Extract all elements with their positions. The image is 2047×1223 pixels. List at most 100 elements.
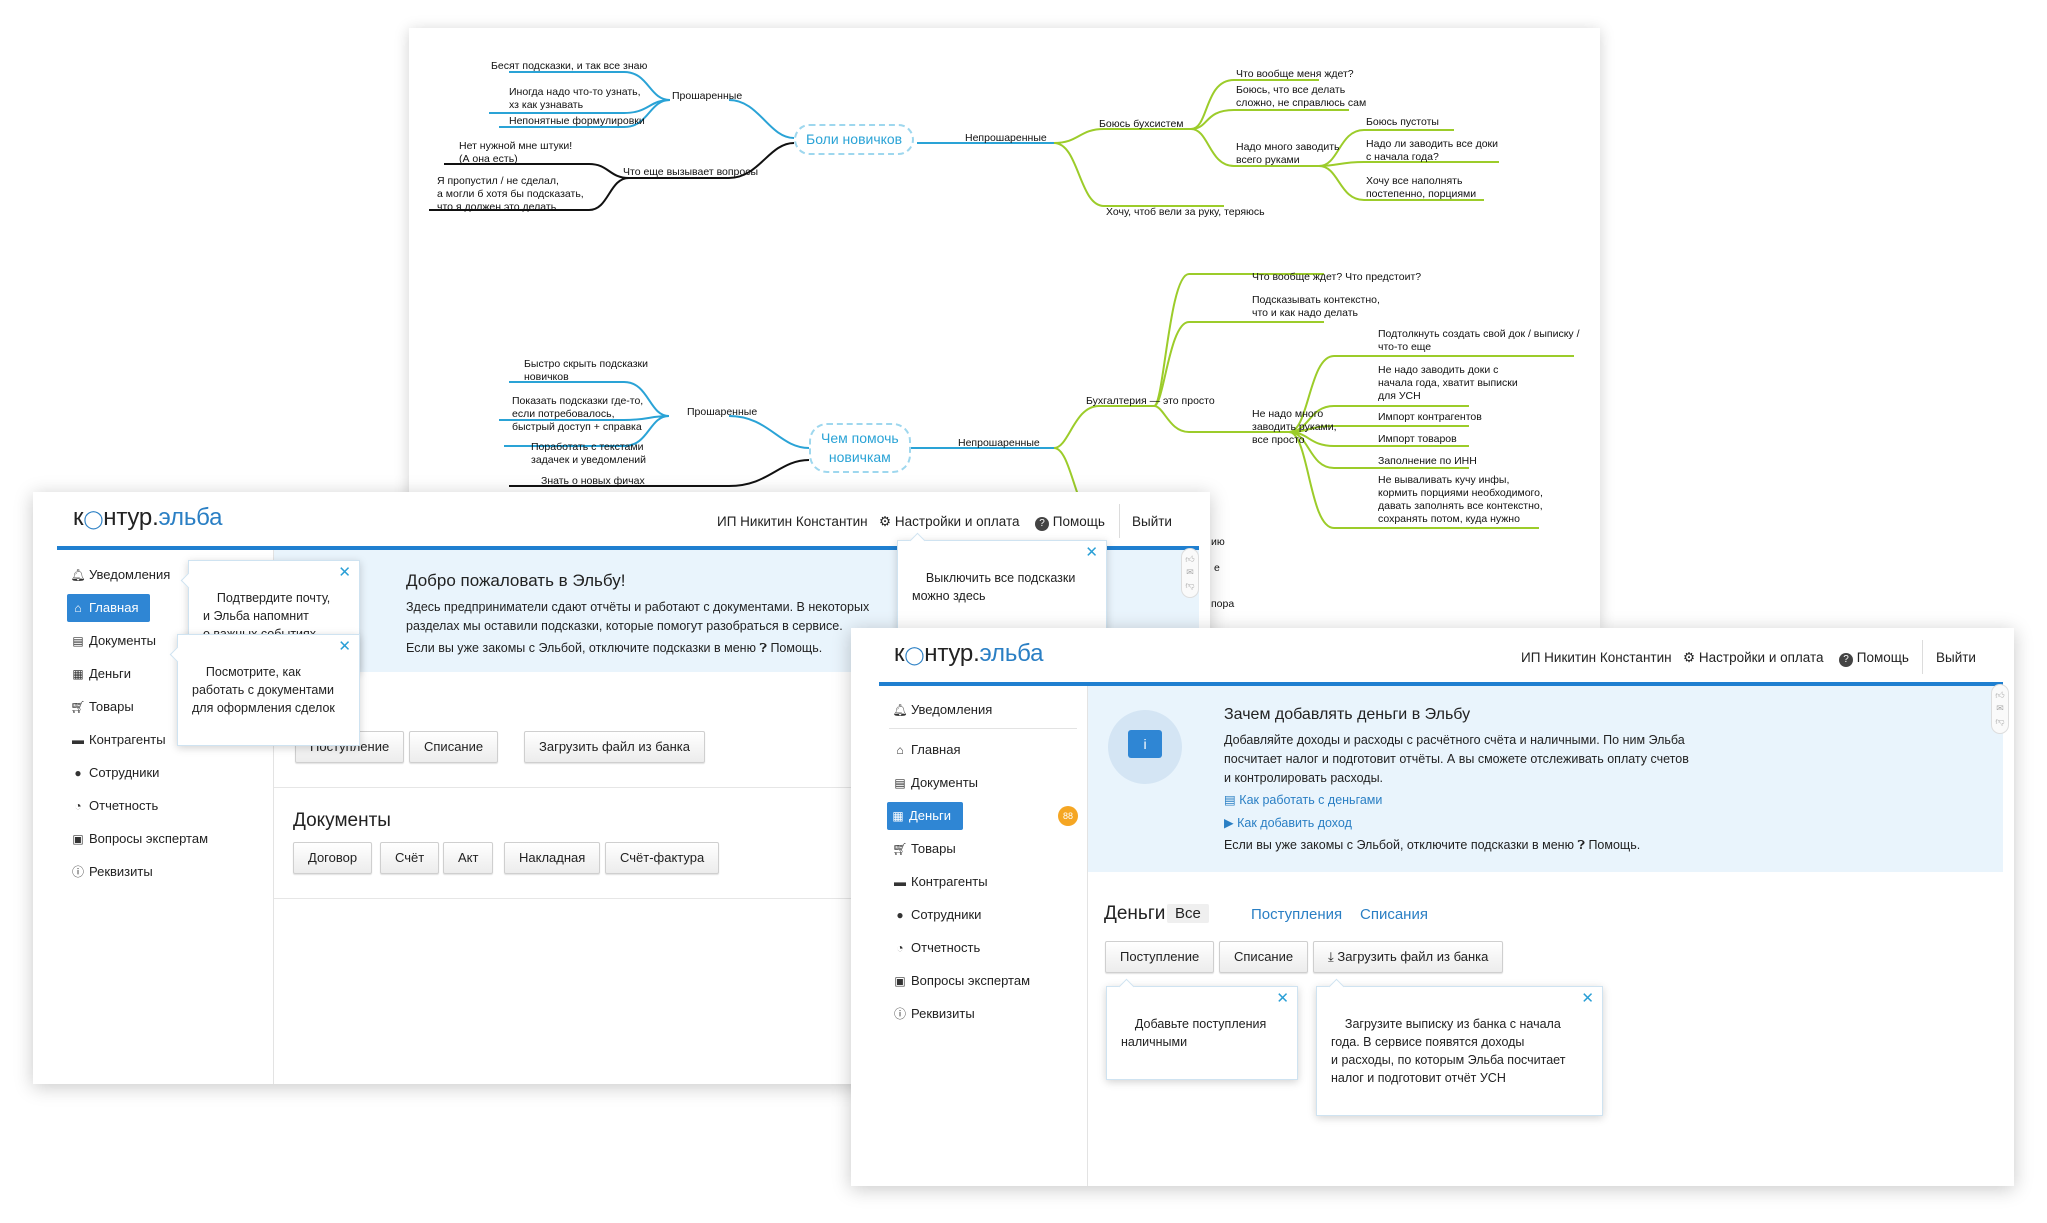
upload-bank-button[interactable]: Загрузить файл из банка: [524, 731, 705, 763]
mind-node: Бухгалтерия — это просто: [1086, 395, 1215, 407]
mind-node: Нет нужной мне штуки! (А она есть): [459, 140, 573, 165]
book-icon: ▣: [894, 974, 906, 988]
invoice-button[interactable]: Счёт: [380, 842, 440, 874]
sidebar-item-money[interactable]: ▦Деньги: [67, 660, 131, 688]
settings-link[interactable]: ⚙ Настройки и оплата: [1683, 650, 1824, 665]
header-divider: [1119, 504, 1120, 538]
sidebar-item-employees[interactable]: ●Сотрудники: [889, 901, 981, 929]
sidebar-item-documents[interactable]: ▤Документы: [889, 769, 978, 797]
tooltip-upload-statement: Загрузите выписку из банка с начала года…: [1316, 986, 1603, 1116]
mind-node: Надо ли заводить все доки с начала года?: [1366, 138, 1499, 163]
mind-node: Не вываливать кучу инфы, кормить порциям…: [1378, 474, 1543, 525]
report-icon: ◔: [74, 799, 82, 813]
intro-hint: Если вы уже закомы с Эльбой, отключите п…: [1224, 838, 1641, 852]
mind-node: Импорт товаров: [1378, 433, 1457, 445]
close-icon[interactable]: ✕: [338, 564, 351, 581]
welcome-hint: Если вы уже закомы с Эльбой, отключите п…: [406, 641, 823, 655]
mind-node: Надо много заводить всего руками: [1236, 141, 1340, 166]
video-icon: ▶: [1224, 816, 1234, 830]
sidebar-item-money[interactable]: ▦Деньги: [887, 802, 963, 830]
contract-button[interactable]: Договор: [293, 842, 373, 874]
sidebar-item-employees[interactable]: ●Сотрудники: [67, 759, 159, 787]
mind-node: Что вообще ждет? Что предстоит?: [1252, 271, 1422, 283]
tab-all[interactable]: Все: [1167, 904, 1209, 923]
feedback-widget[interactable]: 👍︎✉👎︎: [1991, 684, 2009, 734]
close-icon[interactable]: ✕: [1276, 990, 1289, 1007]
sidebar-item-contractors[interactable]: ▬Контрагенты: [889, 868, 988, 896]
section-divider: [274, 787, 1199, 788]
money-intro-panel: i: [1088, 686, 2003, 872]
tooltip-hints-off: Выключить все подсказки можно здесь✕: [897, 540, 1107, 634]
intro-text: Добавляйте доходы и расходы с расчётного…: [1224, 733, 1689, 785]
waybill-button[interactable]: Накладная: [504, 842, 601, 874]
mind-node: Я пропустил / не сделал, а могли б хотя …: [437, 175, 584, 213]
tab-income[interactable]: Поступления: [1251, 906, 1343, 923]
mind-node: Заполнение по ИНН: [1378, 455, 1477, 467]
act-button[interactable]: Акт: [443, 842, 494, 874]
mind-node-help: Чем помочь новичкам: [809, 423, 911, 473]
user-name[interactable]: ИП Никитин Константин: [717, 514, 868, 529]
mind-node: Хочу все наполнять постепенно, порциями: [1366, 175, 1477, 200]
cart-icon: 🛒︎: [70, 700, 86, 714]
logout-link[interactable]: Выйти: [1936, 650, 1976, 665]
sidebar-item-goods[interactable]: 🛒︎Товары: [67, 693, 133, 721]
sidebar-item-notifications[interactable]: 🔔︎Уведомления: [889, 696, 992, 724]
sidebar-item-home[interactable]: ⌂Главная: [67, 594, 151, 622]
upload-bank-button[interactable]: ⤓ Загрузить файл из банка: [1313, 941, 1504, 973]
mind-node: Боюсь бухсистем: [1099, 118, 1184, 130]
money-icon: ▦: [72, 667, 84, 681]
info-icon: ⓘ: [71, 865, 84, 879]
mind-node: Подсказывать контекстно, что и как надо …: [1252, 294, 1380, 319]
user-name[interactable]: ИП Никитин Константин: [1521, 650, 1672, 665]
header: к◯нтур.эльба ИП Никитин Константин ⚙ Нас…: [851, 628, 2014, 686]
close-icon[interactable]: ✕: [338, 638, 351, 655]
briefcase-icon: ▬: [72, 733, 84, 747]
sidebar-item-documents[interactable]: ▤Документы: [67, 627, 156, 655]
sidebar-item-contractors[interactable]: ▬Контрагенты: [67, 726, 166, 754]
tab-expense[interactable]: Списания: [1360, 906, 1428, 923]
help-link[interactable]: ? Помощь: [1035, 514, 1105, 531]
person-icon: ●: [74, 766, 82, 780]
mind-node-fragment: е: [1214, 562, 1220, 574]
help-link[interactable]: ? Помощь: [1839, 650, 1909, 667]
mind-node: Иногда надо что-то узнать, хз как узнава…: [509, 86, 641, 111]
mind-node-fragment: пора: [1211, 598, 1235, 610]
expense-button[interactable]: Списание: [409, 731, 499, 763]
home-icon: ⌂: [74, 601, 82, 615]
sidebar-divider: [273, 550, 274, 1084]
sidebar-item-experts[interactable]: ▣Вопросы экспертам: [67, 825, 208, 853]
feedback-widget[interactable]: 👍︎✉👎︎: [1181, 548, 1199, 598]
mind-node: Показать подсказки где-то, если потребов…: [512, 395, 644, 433]
sidebar-item-home[interactable]: ⌂Главная: [889, 736, 960, 764]
vat-invoice-button[interactable]: Счёт-фактура: [605, 842, 720, 874]
mind-node: Непрошаренные: [958, 437, 1040, 449]
income-button[interactable]: Поступление: [1105, 941, 1215, 973]
close-icon[interactable]: ✕: [1581, 990, 1594, 1007]
sidebar-item-experts[interactable]: ▣Вопросы экспертам: [889, 967, 1030, 995]
logo[interactable]: к◯нтур.эльба: [73, 504, 223, 531]
bell-icon: 🔔︎: [70, 568, 86, 582]
help-hint-link[interactable]: Помощь.: [770, 641, 823, 655]
document-icon: ▤: [1224, 793, 1236, 807]
question-icon: ?: [1035, 517, 1049, 531]
logout-link[interactable]: Выйти: [1132, 514, 1172, 529]
link-how-income[interactable]: ▶ Как добавить доход: [1224, 816, 1352, 830]
sidebar-item-goods[interactable]: 🛒︎Товары: [889, 835, 955, 863]
sidebar-item-reports[interactable]: ◔Отчетность: [889, 934, 980, 962]
settings-link[interactable]: ⚙ Настройки и оплата: [879, 514, 1020, 529]
sidebar-item-reports[interactable]: ◔Отчетность: [67, 792, 158, 820]
sidebar-item-notifications[interactable]: 🔔︎Уведомления: [67, 561, 170, 589]
close-icon[interactable]: ✕: [1085, 544, 1098, 561]
logo[interactable]: к◯нтур.эльба: [894, 640, 1044, 667]
welcome-title: Добро пожаловать в Эльбу!: [406, 571, 626, 590]
sidebar-divider: [889, 728, 1077, 729]
intro-title: Зачем добавлять деньги в Эльбу: [1224, 706, 1471, 723]
help-hint-link[interactable]: Помощь.: [1588, 838, 1641, 852]
mind-node: Непрошаренные: [965, 132, 1047, 144]
expense-button[interactable]: Списание: [1219, 941, 1309, 973]
link-how-money[interactable]: ▤ Как работать с деньгами: [1224, 793, 1383, 807]
money-icon: ▦: [892, 809, 904, 823]
page-title: Деньги: [1104, 903, 1166, 924]
